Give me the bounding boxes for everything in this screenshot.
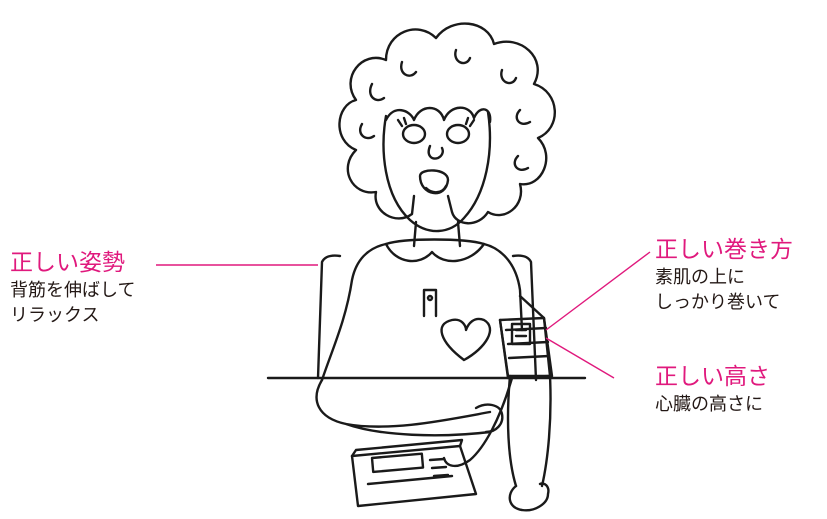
right-forearm (508, 376, 551, 486)
height-desc-line-1: 心臓の高さに (655, 392, 770, 417)
right-eye (447, 125, 469, 143)
posture-label-group: 正しい姿勢 背筋を伸ばして リラックス (10, 248, 135, 328)
wrap-title: 正しい巻き方 (655, 235, 793, 265)
monitor-screen (372, 454, 423, 472)
height-label-group: 正しい高さ 心臓の高さに (655, 362, 770, 417)
posture-title: 正しい姿勢 (10, 248, 135, 278)
posture-desc-line-1: 背筋を伸ばして (10, 278, 135, 303)
nose (429, 146, 443, 159)
hair-curls (360, 50, 530, 170)
left-eye (403, 125, 425, 143)
heart (442, 319, 490, 360)
wrap-label-group: 正しい巻き方 素肌の上に しっかり巻いて (655, 235, 793, 315)
height-leader-line (546, 338, 614, 378)
wrap-leader-line (546, 252, 650, 330)
posture-desc-line-2: リラックス (10, 303, 135, 328)
collar (386, 240, 484, 262)
chair-back (318, 256, 536, 380)
tongue (426, 186, 446, 192)
wrap-desc-line-2: しっかり巻いて (655, 290, 793, 315)
right-hand (510, 483, 549, 510)
left-arm (317, 380, 490, 435)
shirt-button (428, 296, 432, 300)
height-title: 正しい高さ (655, 362, 770, 392)
wrap-desc-line-1: 素肌の上に (655, 265, 793, 290)
torso (322, 244, 522, 380)
placket (424, 290, 436, 316)
cuff-label-lines (516, 330, 526, 336)
monitor-panel (368, 476, 452, 484)
